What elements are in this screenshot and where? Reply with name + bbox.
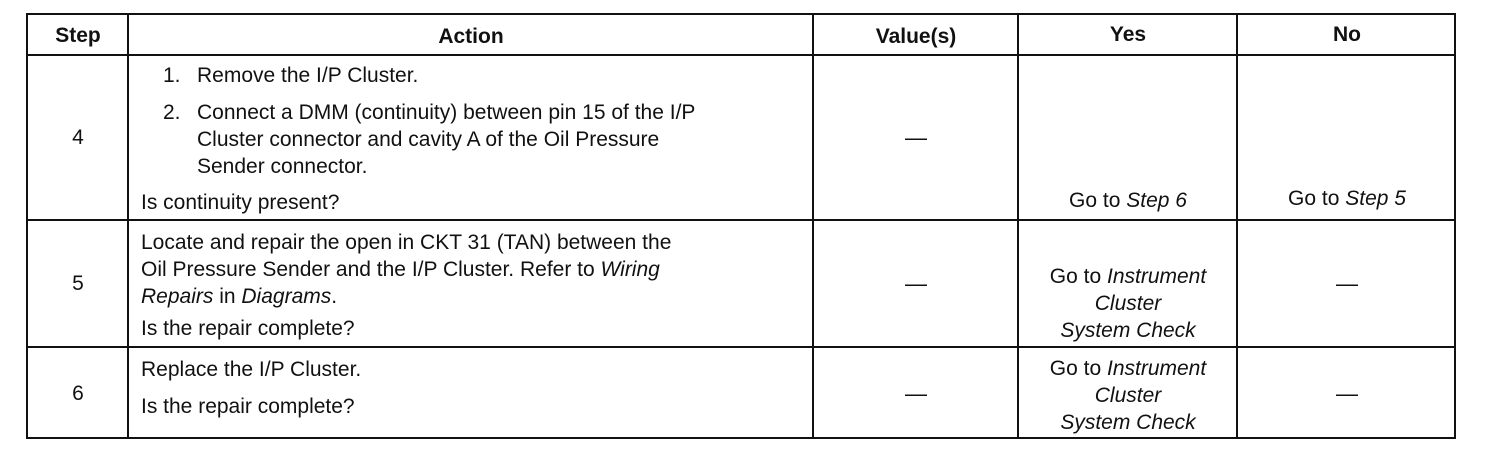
value-cell: — (905, 125, 927, 150)
row-divider (28, 54, 1454, 56)
question-text: Is the repair complete? (141, 395, 355, 418)
yes-cell: Go to Instrument Cluster System Check (1019, 348, 1237, 439)
header-values: Value(s) (875, 24, 957, 48)
header-no: No (1333, 22, 1361, 46)
yes-instruction: System Check (1060, 411, 1196, 434)
action-text: Connect a DMM (continuity) between pin 1… (197, 101, 696, 124)
column-divider (1017, 15, 1019, 437)
yes-instruction: Cluster (1094, 384, 1162, 407)
action-text: Sender connector. (197, 155, 368, 178)
question-text: Is continuity present? (141, 191, 340, 214)
value-cell: — (905, 271, 927, 296)
action-cell: Locate and repair the open in CKT 31 (TA… (129, 221, 813, 346)
yes-cell: Go to Step 6 (1019, 56, 1237, 219)
column-divider (812, 15, 814, 437)
step-number: 4 (72, 126, 84, 149)
diagnostic-table: Step Action Value(s) Yes No 4 1. Remove … (26, 13, 1456, 439)
action-cell: Replace the I/P Cluster. Is the repair c… (129, 348, 813, 439)
yes-instruction: Go to Instrument (1049, 265, 1207, 288)
action-text: Locate and repair the open in CKT 31 (TA… (141, 231, 672, 254)
yes-instruction: Go to Step 6 (1069, 189, 1187, 212)
header-yes: Yes (1109, 22, 1147, 46)
action-cell: 1. Remove the I/P Cluster. 2. Connect a … (129, 56, 813, 219)
list-number: 1. (163, 64, 181, 87)
yes-cell: Go to Instrument Cluster System Check (1019, 221, 1237, 346)
list-number: 2. (163, 101, 181, 124)
question-text: Is the repair complete? (141, 317, 355, 340)
action-text: Cluster connector and cavity A of the Oi… (197, 128, 660, 151)
action-text: Remove the I/P Cluster. (197, 64, 419, 87)
no-instruction: Go to Step 5 (1288, 187, 1406, 210)
no-cell: — (1336, 381, 1358, 406)
action-text: Repairs in Diagrams. (141, 285, 338, 308)
value-cell: — (905, 381, 927, 406)
step-number: 6 (72, 382, 84, 405)
row-divider (28, 346, 1454, 348)
row-divider (28, 219, 1454, 221)
action-text: Oil Pressure Sender and the I/P Cluster.… (141, 258, 660, 281)
column-divider (1236, 15, 1238, 437)
header-action: Action (438, 24, 504, 48)
yes-instruction: Go to Instrument (1049, 357, 1207, 380)
no-cell: — (1336, 271, 1358, 296)
action-text: Replace the I/P Cluster. (141, 358, 362, 381)
yes-instruction: System Check (1060, 319, 1196, 342)
yes-instruction: Cluster (1094, 292, 1162, 315)
step-number: 5 (72, 272, 84, 295)
no-cell: Go to Step 5 (1238, 56, 1456, 219)
header-step: Step (55, 23, 101, 47)
column-divider (127, 15, 129, 437)
